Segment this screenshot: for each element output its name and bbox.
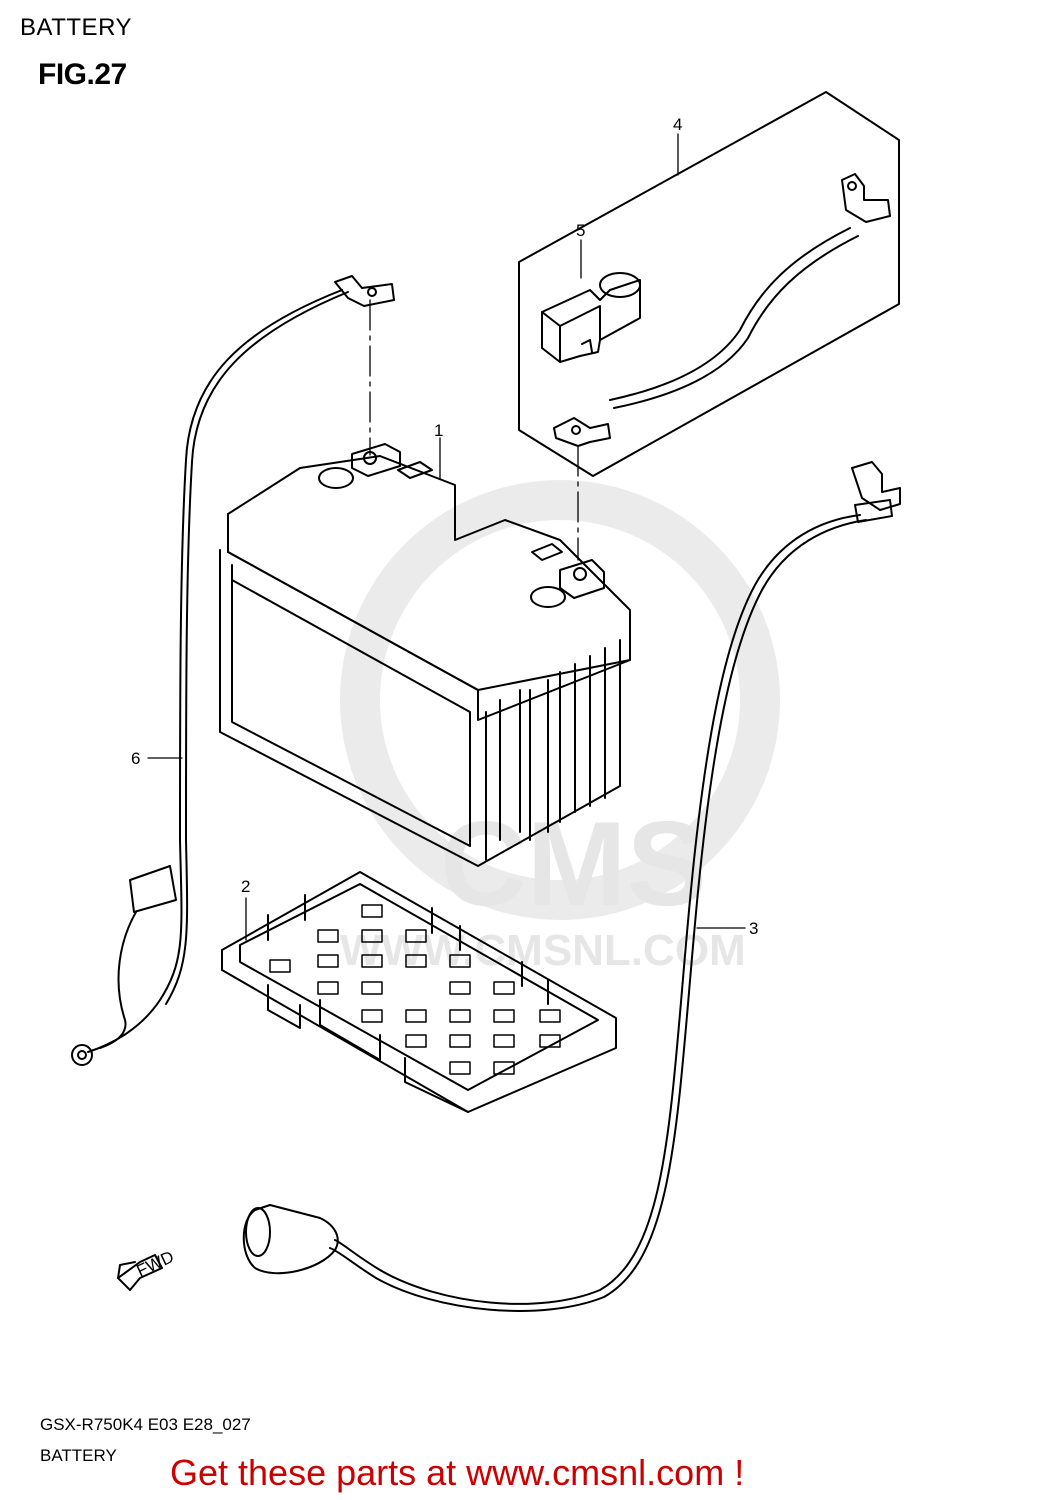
battery-tray <box>221 871 617 1113</box>
fwd-arrow-icon <box>117 1254 163 1291</box>
promo-link[interactable]: Get these parts at www.cmsnl.com ! <box>170 1452 745 1493</box>
callout-4: 4 <box>673 115 682 134</box>
leader-lines <box>147 133 746 941</box>
figure-number: FIG.27 <box>38 58 127 91</box>
cable-3 <box>242 461 901 1312</box>
callout-3: 3 <box>749 919 758 938</box>
cable-6 <box>71 275 395 1066</box>
battery <box>219 443 631 867</box>
terminal-cover <box>541 272 641 363</box>
watermark-big: CMS <box>440 797 707 931</box>
callout-6: 6 <box>131 749 140 768</box>
callout-5: 5 <box>576 221 585 240</box>
fwd-label: FWD <box>134 1247 177 1281</box>
callout-1: 1 <box>434 421 443 440</box>
alignment-lines <box>369 299 579 561</box>
page-header: BATTERY <box>20 14 132 41</box>
kit-box <box>518 91 900 477</box>
diagram-name: BATTERY <box>40 1446 117 1465</box>
cable-4 <box>553 173 891 447</box>
diagram-code: GSX-R750K4 E03 E28_027 <box>40 1415 251 1434</box>
callout-2: 2 <box>241 877 250 896</box>
